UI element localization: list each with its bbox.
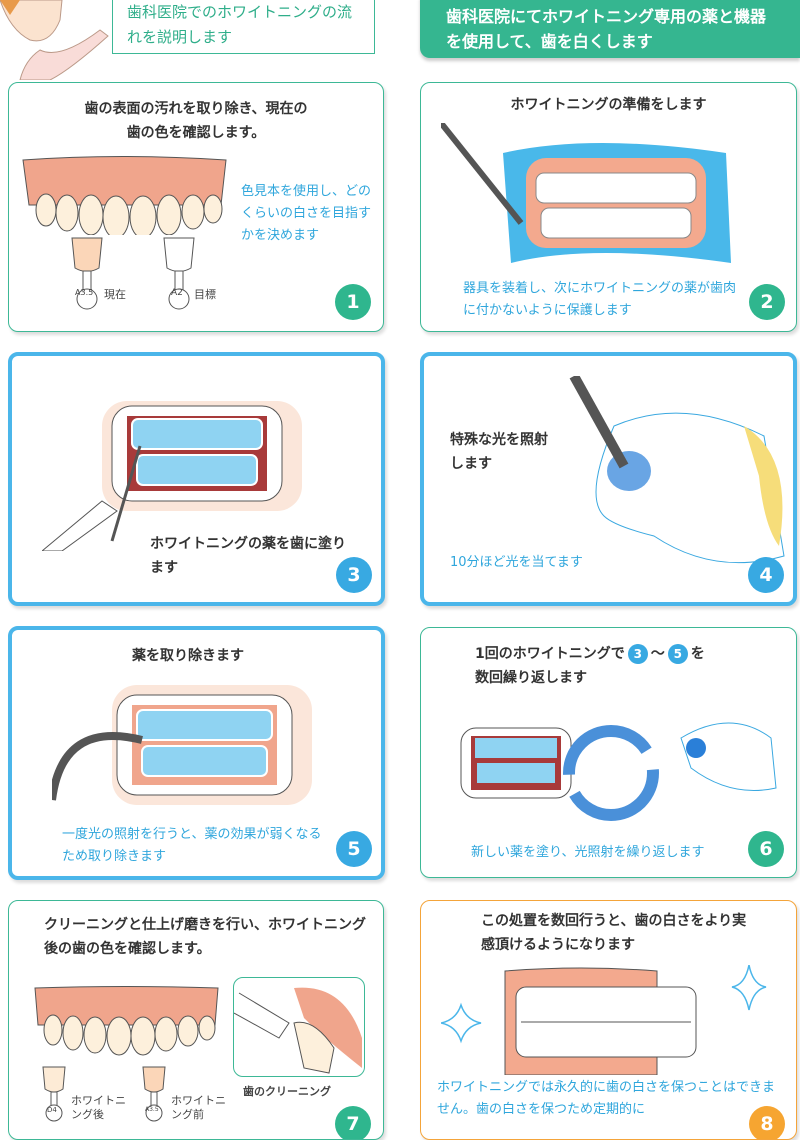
shade-code: D4 [47, 1106, 57, 1114]
step-note: 新しい薬を塗り、光照射を繰り返します [471, 845, 705, 860]
step-title: この処置を数回行うと、歯の白さをより実感頂けるようになります [481, 913, 747, 953]
shade-code: A3.5 [145, 1106, 159, 1113]
step-note: 10分ほど光を当てます [450, 555, 583, 570]
shade-guide-before [142, 1066, 166, 1122]
summary-text: 歯科医院にてホワイトニング専用の薬と機器を使用して、歯を白くします [446, 7, 767, 51]
step-note: 一度光の照射を行うと、薬の効果が弱くなるため取り除きます [62, 827, 322, 864]
summary-banner: 歯科医院にてホワイトニング専用の薬と機器を使用して、歯を白くします [420, 0, 800, 58]
upper-teeth-illustration [22, 156, 227, 235]
shade-guide-after [42, 1066, 66, 1122]
cleaning-inset [233, 977, 365, 1077]
shade-label: 現在 [104, 288, 126, 301]
step-title: クリーニングと仕上げ磨きを行い、ホワイトニング後の歯の色を確認します。 [44, 917, 366, 957]
repeat-cycle-illustration [460, 722, 777, 821]
step-title: 1回のホワイトニングで [475, 646, 625, 662]
step-title: 薬を取り除きます [132, 648, 244, 664]
shade-guide-target [163, 237, 195, 310]
step-5-card: 薬を取り除きます 一度光の照射を行うと、薬の効果が弱くなるため取り除きます 5 [8, 626, 385, 880]
step-note: 器具を装着し、次にホワイトニングの薬が歯肉に付かないように保護します [463, 281, 737, 318]
step-number-badge: 6 [748, 831, 784, 867]
shade-code: A2 [171, 288, 183, 298]
step-number-badge: 2 [749, 284, 785, 320]
tilde: ～ [650, 646, 665, 662]
step-number-badge: 1 [335, 284, 371, 320]
step-ref-badge: 5 [667, 644, 688, 664]
mascot-illustration [0, 0, 109, 80]
shade-label: ホワイトニング後 [71, 1094, 126, 1121]
step-title: ホワイトニングの準備をします [510, 97, 707, 113]
inset-caption: 歯のクリーニング [243, 1085, 331, 1098]
step-title: を [690, 646, 705, 662]
step-number-badge: 4 [748, 557, 784, 593]
step-note: ホワイトニングでは永久的に歯の白さを保つことはできません。歯の白さを保つため定期… [437, 1080, 776, 1117]
medicine-removal-illustration [52, 685, 312, 805]
step-number-badge: 7 [335, 1106, 371, 1139]
step-4-card: 特殊な光を照射します 10分ほど光を当てます 4 [420, 352, 797, 606]
tooth-cleaning-illustration [234, 987, 362, 1074]
step-7-card: クリーニングと仕上げ磨きを行い、ホワイトニング後の歯の色を確認します。 歯のクリ… [8, 900, 384, 1140]
step-title: 歯の表面の汚れを取り除き、現在の歯の色を確認します。 [84, 101, 308, 141]
step-number-badge: 5 [336, 831, 372, 867]
step-3-card: ホワイトニングの薬を歯に塗ります 3 [8, 352, 385, 606]
shade-label: 目標 [194, 288, 216, 301]
step-title: 数回繰り返します [475, 670, 587, 686]
step-title: 特殊な光を照射します [450, 432, 548, 472]
step-title: ホワイトニングの薬を歯に塗ります [150, 536, 346, 576]
teeth-application-illustration [42, 401, 302, 551]
light-irradiation-illustration [569, 376, 785, 564]
white-teeth-illustration [441, 965, 767, 1075]
step-number-badge: 8 [749, 1106, 785, 1139]
step-2-card: ホワイトニングの準備をします 器具を装着し、次にホワイトニングの薬が歯肉に付かな… [420, 82, 797, 332]
step-note: 色見本を使用し、どのくらいの白さを目指すかを決めます [241, 184, 372, 243]
intro-caption: 歯科医院でのホワイトニングの流れを説明します [112, 0, 375, 54]
intro-text: 歯科医院でのホワイトニングの流れを説明します [127, 3, 353, 46]
step-number-badge: 3 [336, 557, 372, 593]
step-8-card: この処置を数回行うと、歯の白さをより実感頂けるようになります ホワイトニングでは… [420, 900, 797, 1140]
step-1-card: 歯の表面の汚れを取り除き、現在の歯の色を確認します。 色見本を使用し、どのくらい… [8, 82, 384, 332]
step-ref-badge: 3 [627, 644, 648, 664]
shade-guide-current [71, 237, 103, 310]
shade-label: ホワイトニング前 [171, 1094, 226, 1121]
upper-teeth-illustration [34, 986, 219, 1056]
shade-code: A3.5 [75, 288, 94, 297]
retractor-illustration [441, 123, 731, 263]
